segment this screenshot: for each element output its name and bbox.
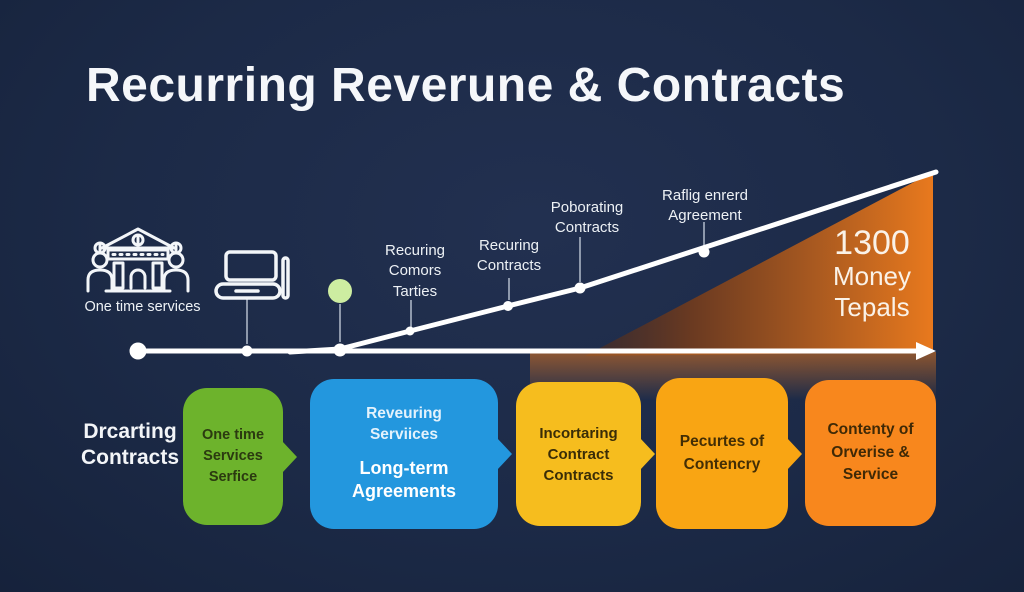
peak-stat-value: 1300	[834, 224, 910, 262]
milestone-dots	[129, 246, 710, 360]
bank-building-icon	[86, 227, 190, 293]
one-time-services-label: One time services	[84, 299, 201, 315]
stage-box-5: Contenty of Orverise & Service	[805, 380, 936, 526]
chevron-point	[640, 438, 655, 470]
left-caption: Drcarting Contracts	[80, 420, 180, 470]
chevron-point	[282, 440, 297, 473]
milestone-label-4: Raflig enrerd Agreement	[662, 187, 748, 225]
stage-box-4: Pecurtes of Contencry	[656, 378, 802, 529]
stage-box-1: One time Services Serfice	[183, 388, 297, 525]
green-marker-dot	[328, 279, 352, 303]
growth-line	[287, 169, 939, 355]
milestone-label-2: Recuring Contracts	[476, 237, 542, 275]
stage-box-3: Incortaring Contract Contracts	[516, 382, 655, 526]
chevron-point	[787, 437, 802, 470]
milestone-label-1: Recuring Comors Tarties	[384, 242, 446, 300]
chevron-point	[497, 438, 512, 470]
milestone-label-3: Poborating Contracts	[550, 199, 624, 237]
peak-stat: 1300 Money Tepals	[832, 224, 912, 322]
connector-lines	[246, 222, 705, 344]
baseline-arrow	[135, 342, 936, 360]
laptop-icon	[214, 250, 290, 300]
stage-box-2: Reveuring Serviices Long-term Agreements	[310, 379, 512, 529]
growth-area	[585, 172, 933, 356]
page-title: Recurring Reverune & Contracts	[86, 59, 846, 112]
